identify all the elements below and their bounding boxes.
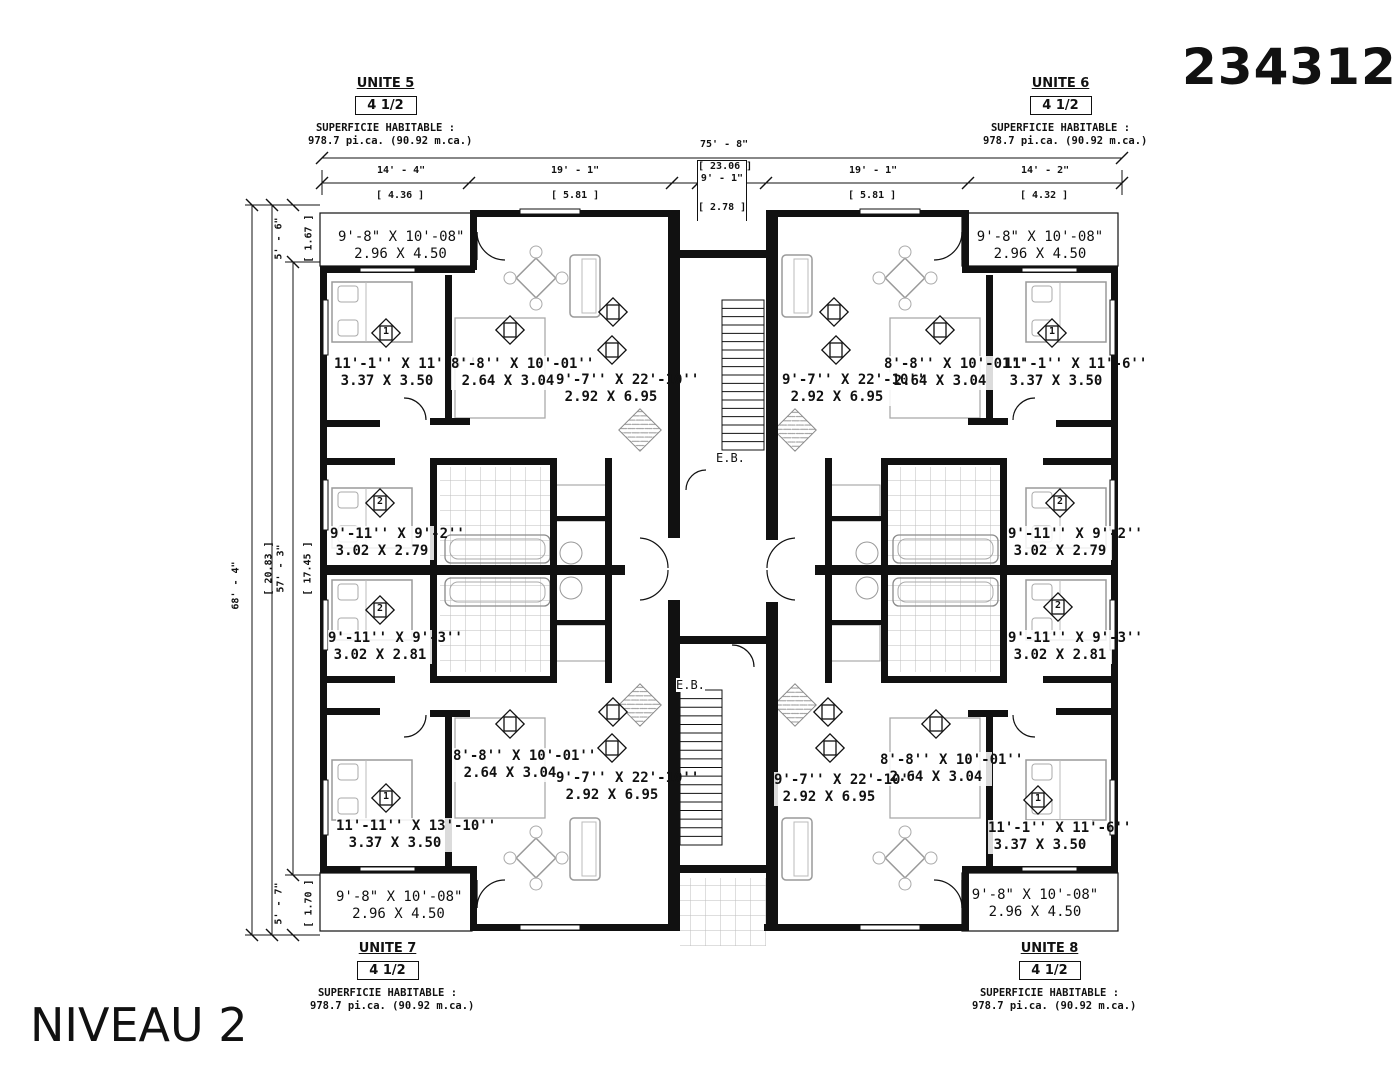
unit-6-label: UNITE 6 4 1/2 SUPERFICIE HABITABLE : 978…: [983, 76, 1148, 148]
level-title: NIVEAU 2: [30, 998, 248, 1052]
bedroom-tag-icon: 1: [383, 326, 390, 337]
center-dimension-box: [ 23.06 ] 9' - 1" [ 2.78 ]: [697, 160, 753, 221]
bedroom-tag-icon: 2: [377, 603, 384, 614]
bedroom-tag-icon: 1: [1035, 793, 1042, 804]
core-depth-metric: [ 17.45 ]: [302, 541, 314, 596]
bedroom-1-label-unit-7: 11'-11'' X 13'-10''3.37 X 3.50: [336, 818, 497, 852]
unit-type: 4 1/2: [354, 96, 417, 115]
kitchen-label-unit-7: 8'-8'' X 10'-01''2.64 X 3.04: [453, 748, 597, 782]
bedroom-2-label-unit-6: 9'-11'' X 9'-2''3.02 X 2.79: [1008, 526, 1143, 560]
windows: [322, 208, 1116, 931]
balcony-top-dim: 5' - 6": [273, 217, 285, 260]
overall-width-metric: [ 23.06 ]: [698, 161, 753, 172]
segment-2-dim: 19' - 1": [551, 165, 600, 176]
left-dimension-lines: [245, 198, 320, 942]
segment-5-metric: [ 4.32 ]: [1020, 190, 1069, 201]
bedroom-1-label-unit-6: 11'-1'' X 11'-6''3.37 X 3.50: [1004, 356, 1148, 390]
segment-4-dim: 19' - 1": [849, 165, 898, 176]
segment-3-metric: [ 2.78 ]: [698, 202, 747, 213]
overall-depth-metric: [ 20.83 ]: [263, 541, 275, 596]
bathroom-tiles: [440, 467, 1000, 946]
unit-name: UNITE 7: [358, 941, 417, 956]
project-reference-number: 234312: [1182, 38, 1397, 96]
walls: [320, 210, 1118, 931]
living-label-unit-6: 9'-7'' X 22'-10''2.92 X 6.95: [782, 372, 926, 406]
unit-area-label: SUPERFICIE HABITABLE :: [990, 122, 1131, 134]
segment-4-metric: [ 5.81 ]: [848, 190, 897, 201]
unit-type: 4 1/2: [1018, 961, 1081, 980]
segment-1-metric: [ 4.36 ]: [376, 190, 425, 201]
unit-area-value: 978.7 pi.ca. (90.92 m.ca.): [972, 1000, 1137, 1012]
unit-name: UNITE 5: [356, 76, 415, 91]
bedroom-1-label-unit-5: 11'-1'' X 11'-6''3.37 X 3.50: [334, 356, 478, 390]
living-label-unit-8: 9'-7'' X 22'-10''2.92 X 6.95: [774, 772, 918, 806]
bedroom-tag-icon: 2: [1055, 600, 1062, 611]
furniture: [331, 245, 1107, 891]
unit-8-label: UNITE 8 4 1/2 SUPERFICIE HABITABLE : 978…: [972, 941, 1137, 1013]
electrical-box-label: E.B.: [716, 451, 745, 465]
balcony-label-unit-7: 9'-8" X 10'-08"2.96 X 4.50: [336, 889, 463, 922]
segment-2-metric: [ 5.81 ]: [551, 190, 600, 201]
bedroom-2-label-unit-8: 9'-11'' X 9'-3''3.02 X 2.81: [1008, 630, 1143, 664]
balcony-top-metric: [ 1.67 ]: [303, 214, 315, 263]
doors: [403, 231, 1036, 909]
bedroom-1-label-unit-8: 11'-1'' X 11'-6''3.37 X 3.50: [988, 820, 1132, 854]
living-label-unit-5: 9'-7'' X 22'-10''2.92 X 6.95: [556, 372, 700, 406]
overall-depth-dim: 68' - 4": [230, 561, 242, 610]
kitchen-label-unit-8: 8'-8'' X 10'-01''2.64 X 3.04: [880, 752, 1024, 786]
electrical-box-label: E.B.: [676, 678, 705, 692]
unit-name: UNITE 8: [1020, 941, 1079, 956]
balcony-label-unit-6: 9'-8" X 10'-08"2.96 X 4.50: [976, 229, 1104, 262]
overall-width-dim: 75' - 8": [700, 139, 749, 150]
balcony-bottom-dim: 5' - 7": [273, 882, 285, 925]
living-label-unit-7: 9'-7'' X 22'-10''2.92 X 6.95: [556, 770, 700, 804]
balcony-label-unit-5: 9'-8" X 10'-08"2.96 X 4.50: [338, 229, 465, 262]
segment-5-dim: 14' - 2": [1021, 165, 1070, 176]
kitchen-label-unit-5: 8'-8'' X 10'-01''2.64 X 3.04: [451, 356, 595, 390]
balcony-bottom-metric: [ 1.70 ]: [303, 879, 315, 928]
bedroom-2-label-unit-5: 9'-11'' X 9'-2''3.02 X 2.79: [330, 526, 465, 560]
unit-7-label: UNITE 7 4 1/2 SUPERFICIE HABITABLE : 978…: [310, 941, 475, 1013]
unit-area-value: 978.7 pi.ca. (90.92 m.ca.): [308, 135, 473, 147]
unit-area-label: SUPERFICIE HABITABLE :: [317, 987, 458, 999]
bedroom-2-label-unit-7: 9'-11'' X 9'-3''3.02 X 2.81: [328, 630, 463, 664]
unit-type: 4 1/2: [1029, 96, 1092, 115]
unit-5-label: UNITE 5 4 1/2 SUPERFICIE HABITABLE : 978…: [308, 76, 473, 148]
segment-1-dim: 14' - 4": [377, 165, 426, 176]
unit-type: 4 1/2: [356, 961, 419, 980]
bedroom-tag-icon: 1: [1049, 326, 1056, 337]
unit-area-label: SUPERFICIE HABITABLE :: [979, 987, 1120, 999]
balcony-label-unit-8: 9'-8" X 10'-08"2.96 X 4.50: [971, 887, 1099, 920]
unit-area-label: SUPERFICIE HABITABLE :: [315, 122, 456, 134]
bedroom-tag-icon: 2: [377, 496, 384, 507]
bedroom-tag-icon: 2: [1057, 496, 1064, 507]
core-depth-dim: 57' - 3": [275, 544, 287, 593]
top-dimension-lines: [315, 151, 1129, 195]
unit-area-value: 978.7 pi.ca. (90.92 m.ca.): [983, 135, 1148, 147]
unit-area-value: 978.7 pi.ca. (90.92 m.ca.): [310, 1000, 475, 1012]
segment-3-dim: 9' - 1": [700, 173, 744, 184]
bedroom-tag-icon: 1: [383, 791, 390, 802]
unit-name: UNITE 6: [1031, 76, 1090, 91]
kitchen-label-unit-6: 8'-8'' X 10'-01''2.64 X 3.04: [884, 356, 1028, 390]
